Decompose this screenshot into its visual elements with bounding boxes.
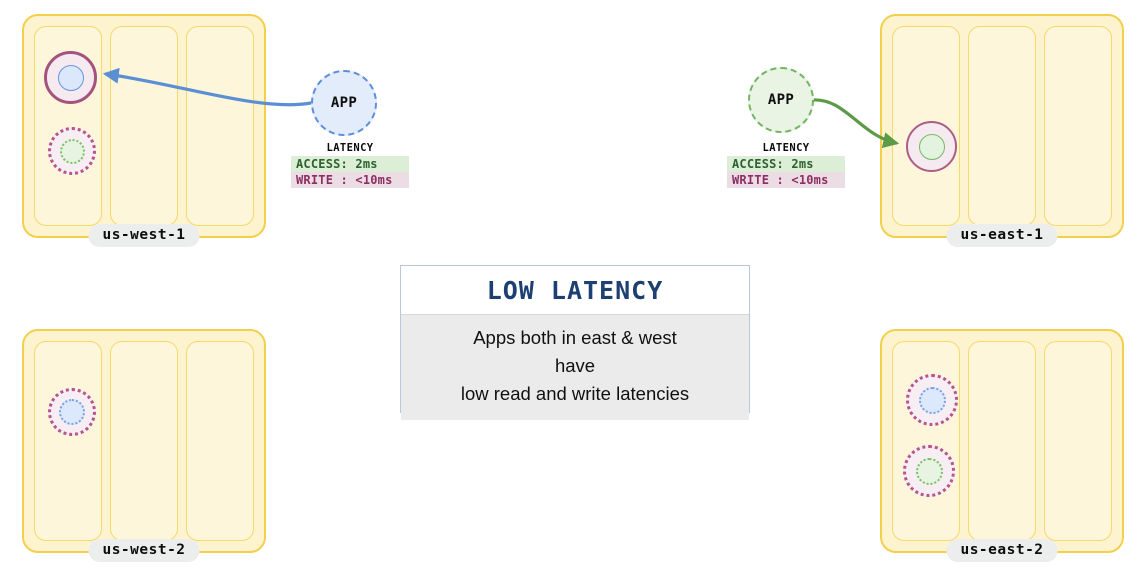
node-inner-blue bbox=[57, 64, 84, 91]
region-label-us-west-1: us-west-1 bbox=[88, 224, 200, 247]
node-inner-green bbox=[59, 138, 85, 164]
node-inner-blue bbox=[918, 386, 946, 414]
callout-title: LOW LATENCY bbox=[401, 266, 749, 314]
availability-zone bbox=[34, 26, 102, 226]
node-leader-us-west-1[interactable] bbox=[44, 51, 97, 104]
region-label-us-east-2: us-east-2 bbox=[946, 539, 1058, 562]
availability-zone bbox=[892, 341, 960, 541]
callout-body: Apps both in east & west have low read a… bbox=[401, 314, 749, 421]
availability-zone bbox=[110, 26, 178, 226]
node-replica-us-west-1[interactable] bbox=[48, 127, 96, 175]
latency-row-access: ACCESS: 2ms bbox=[727, 156, 845, 172]
availability-zone bbox=[892, 26, 960, 226]
node-inner-green bbox=[918, 133, 945, 160]
availability-zone bbox=[110, 341, 178, 541]
region-us-west-1[interactable]: us-west-1 bbox=[22, 14, 266, 247]
region-label-us-east-1: us-east-1 bbox=[946, 224, 1058, 247]
app-label: APP bbox=[767, 92, 795, 108]
node-replica-us-west-2[interactable] bbox=[48, 388, 96, 436]
node-inner-green bbox=[915, 457, 943, 485]
availability-zone bbox=[1044, 26, 1112, 226]
availability-zone bbox=[968, 341, 1036, 541]
callout-low-latency: LOW LATENCY Apps both in east & west hav… bbox=[400, 265, 750, 421]
latency-row-access: ACCESS: 2ms bbox=[291, 156, 409, 172]
app-node-east[interactable]: APP bbox=[748, 67, 814, 133]
app-label: APP bbox=[330, 95, 358, 111]
node-replica-green-us-east-2[interactable] bbox=[903, 445, 955, 497]
availability-zone bbox=[186, 341, 254, 541]
callout-line-1: Apps both in east & west bbox=[473, 327, 677, 348]
latency-row-write: WRITE : <10ms bbox=[291, 172, 409, 188]
availability-zone bbox=[968, 26, 1036, 226]
latency-panel-title: LATENCY bbox=[762, 142, 810, 154]
region-label-us-west-2: us-west-2 bbox=[88, 539, 200, 562]
latency-panel-east: LATENCY ACCESS: 2ms WRITE : <10ms bbox=[727, 142, 845, 188]
node-leader-us-east-1[interactable] bbox=[906, 121, 957, 172]
availability-zone bbox=[186, 26, 254, 226]
availability-zone bbox=[1044, 341, 1112, 541]
node-replica-blue-us-east-2[interactable] bbox=[906, 374, 958, 426]
region-us-east-1[interactable]: us-east-1 bbox=[880, 14, 1124, 247]
region-us-east-2[interactable]: us-east-2 bbox=[880, 329, 1124, 562]
latency-panel-title: LATENCY bbox=[326, 142, 374, 154]
app-node-west[interactable]: APP bbox=[311, 70, 377, 136]
callout-line-2: have bbox=[554, 355, 596, 377]
latency-row-write: WRITE : <10ms bbox=[727, 172, 845, 188]
region-us-west-2[interactable]: us-west-2 bbox=[22, 329, 266, 562]
callout-line-3: low read and write latencies bbox=[460, 383, 690, 405]
node-inner-blue bbox=[59, 399, 85, 425]
availability-zone bbox=[34, 341, 102, 541]
latency-panel-west: LATENCY ACCESS: 2ms WRITE : <10ms bbox=[291, 142, 409, 188]
